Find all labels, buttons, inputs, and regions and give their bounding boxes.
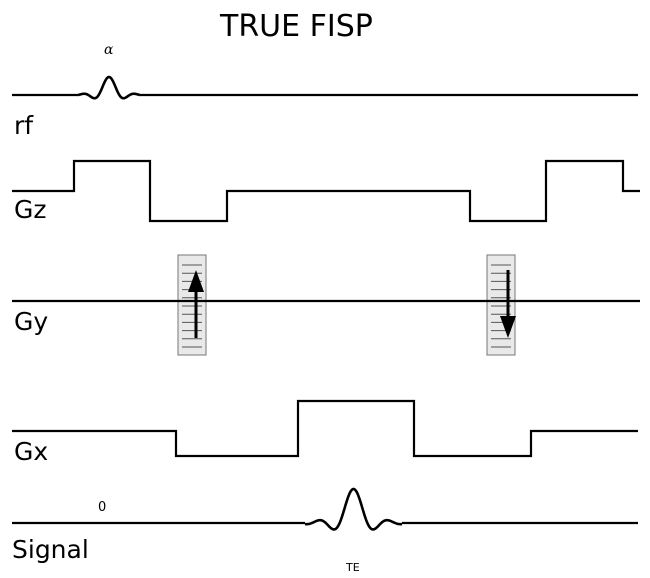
flip-angle-label: α [104,42,114,58]
phase-encode-down-arrow [500,270,516,338]
echo-time-label: TE [345,561,360,574]
rf-row: α rf [12,42,638,140]
gz-row-label: Gz [14,195,47,224]
gx-row-label: Gx [14,437,48,466]
gx-row: Gx [12,399,638,466]
echo-signal-waveform [304,487,403,531]
rf-sinc-pulse [77,75,141,100]
diagram-title: TRUE FISP [219,9,373,44]
gz-gradient-waveform [12,159,640,223]
phase-encode-table-2 [486,254,516,356]
phase-encode-table-1 [177,254,207,356]
phase-encode-up-arrow [188,270,204,338]
gy-row-label: Gy [14,307,48,336]
signal-row-label: Signal [12,535,89,564]
signal-origin-label: 0 [98,500,106,515]
signal-row: 0 TE Signal [12,487,638,574]
gx-gradient-waveform [12,399,638,458]
rf-row-label: rf [14,111,34,140]
gz-row: Gz [12,159,640,224]
gy-row: Gy [12,254,640,356]
